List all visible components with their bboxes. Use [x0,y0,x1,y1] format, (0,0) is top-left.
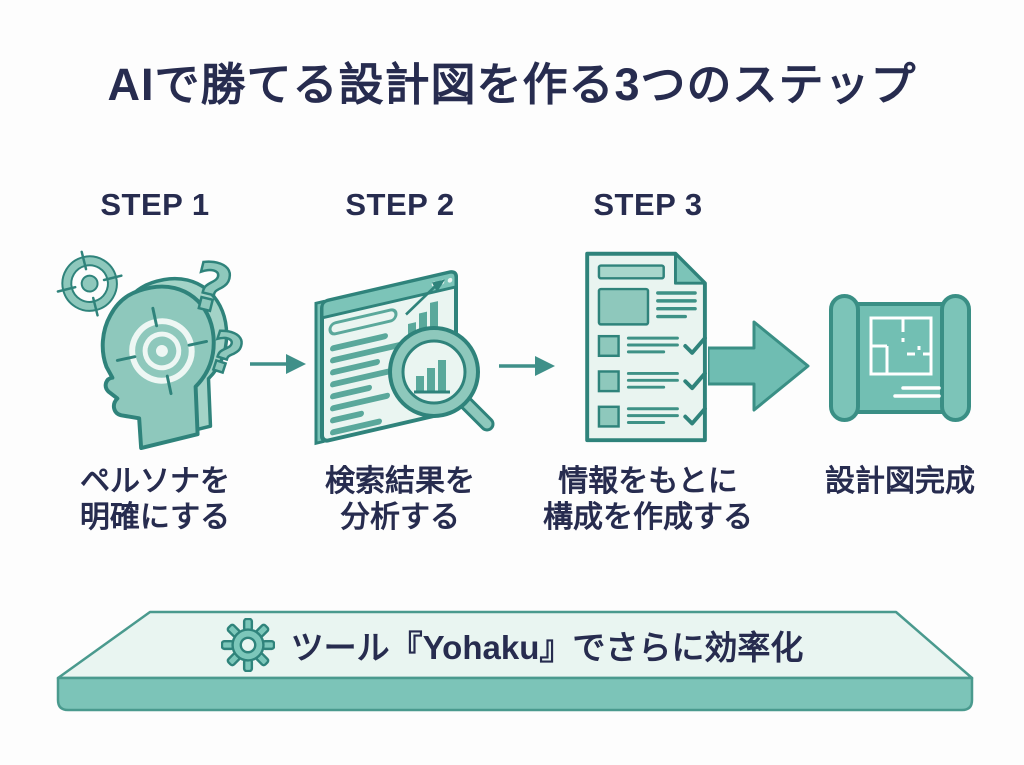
checklist-rows [597,334,707,428]
step-column-1: STEP 1 [55,186,255,536]
banner-platform [56,610,974,712]
flow-arrow-icon [499,356,555,376]
magnifier-icon [388,326,495,432]
target-on-head-icon [115,306,208,396]
block-arrow-icon [708,320,810,412]
result-column: 設計図完成 [800,186,1000,500]
document-checklist-icon [585,251,707,443]
step-column-3: STEP 3 [543,186,753,536]
banner-text: ツール『Yohaku』でさらに効率化 [290,629,804,666]
gear-icon [220,618,275,672]
step-3-icon-box [568,242,728,448]
browser-search-analysis-icon [314,270,495,446]
banner-content: ツール『Yohaku』でさらに効率化 [0,612,1024,678]
result-icon-box [815,242,985,448]
step-1-label: STEP 1 [100,187,210,222]
blueprint-scroll-icon [829,294,971,422]
flow-arrow-icon [250,354,306,374]
step-1-caption: ペルソナを 明確にする [79,465,231,534]
persona-head-target-icon: ? ? [56,246,252,450]
result-caption: 設計図完成 [825,465,975,498]
page-title: AIで勝てる設計図を作る3つのステップ [107,59,917,110]
step-3-caption: 情報をもとに 構成を作成する [543,465,753,534]
small-target-icon [56,250,123,317]
step-3-label: STEP 3 [593,187,703,222]
floor-plan-lines [869,316,933,376]
question-mark-icon: ? [184,247,239,330]
step-2-label: STEP 2 [345,187,455,222]
step-column-2: STEP 2 [300,186,500,536]
step-2-caption: 検索結果を 分析する [325,465,475,534]
step-2-icon-box [304,242,496,448]
step-1-icon-box: ? ? [55,242,255,450]
